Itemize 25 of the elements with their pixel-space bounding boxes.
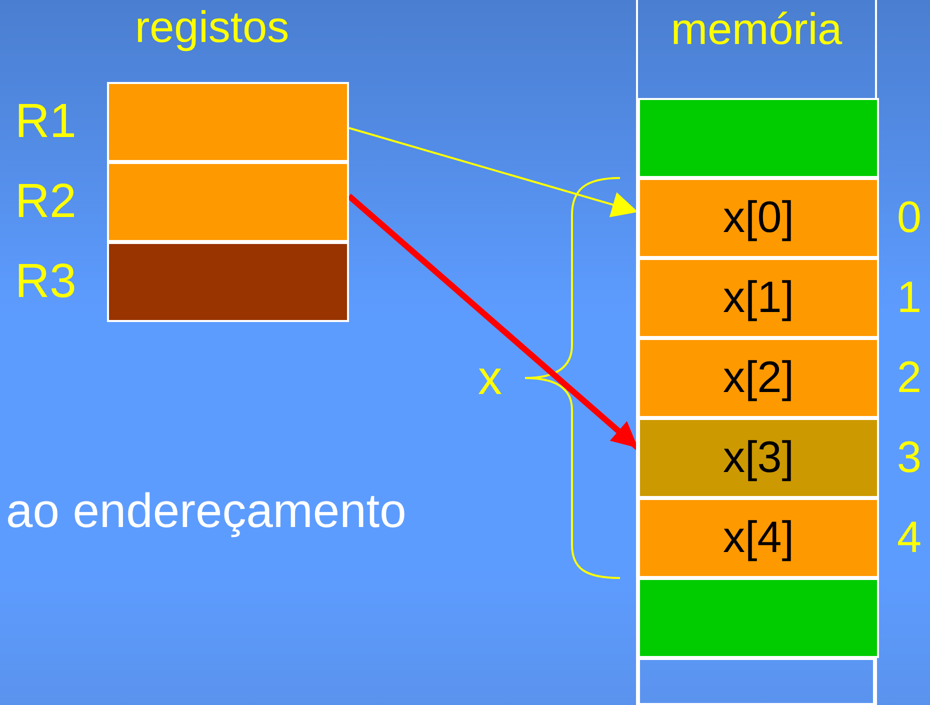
index-number: 0	[897, 196, 922, 240]
memory-cell: x[3]	[638, 418, 879, 498]
arrow	[348, 127, 638, 218]
memory-cell: x[0]	[638, 178, 879, 258]
bracket-label: x	[478, 355, 502, 403]
group-heading: registos	[135, 6, 290, 50]
index-number: 4	[897, 516, 922, 560]
memory-cell: x[4]	[638, 498, 879, 578]
register-name: R2	[15, 178, 76, 226]
memory-column	[636, 0, 877, 705]
memory-cell	[638, 98, 879, 178]
register-name: R3	[15, 258, 76, 306]
memory-cell	[638, 658, 875, 705]
column-heading: memória	[670, 8, 844, 52]
register-box	[107, 242, 349, 322]
memory-cell: x[1]	[638, 258, 879, 338]
register-name: R1	[15, 98, 76, 146]
register-box	[107, 82, 349, 162]
index-number: 2	[897, 356, 922, 400]
index-number: 1	[897, 276, 922, 320]
caption-text: ao endereçamento	[6, 488, 406, 536]
register-box	[107, 162, 349, 242]
index-number: 3	[897, 436, 922, 480]
memory-cell	[638, 578, 879, 658]
memory-cell: x[2]	[638, 338, 879, 418]
